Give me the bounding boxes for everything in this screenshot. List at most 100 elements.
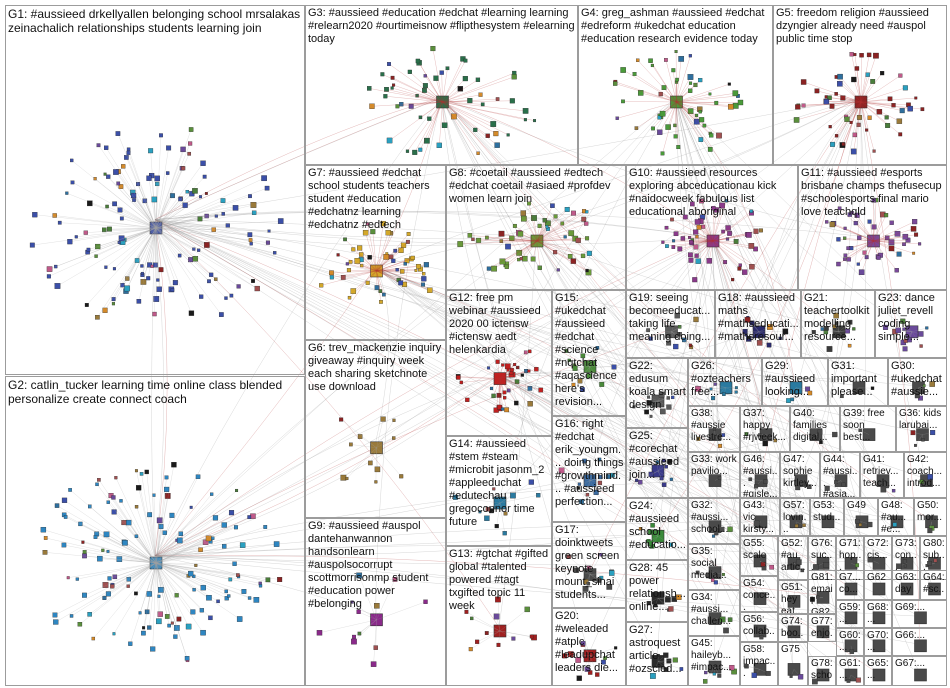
vertex-node [481,103,484,106]
vertex-node [918,242,921,245]
vertex-node [714,101,718,105]
vertex-node [82,593,87,598]
vertex-node [716,133,721,138]
vertex-node [694,245,699,250]
group-box-g50: G50: mor... [914,498,947,536]
vertex-node [694,83,698,87]
vertex-node [688,89,692,93]
group-label: G76: suc... [811,538,834,573]
vertex-node [671,68,675,72]
vertex-node [159,134,163,138]
vertex-node [707,258,712,263]
vertex-node [471,238,474,241]
vertex-node [75,235,78,238]
vertex-node [111,495,115,499]
vertex-node [391,87,394,90]
vertex-node [188,152,191,155]
vertex-node [329,271,333,275]
vertex-node [895,268,899,272]
vertex-node [734,239,738,243]
group-label: G21: teachertoolkit modelling resource..… [804,292,873,344]
vertex-node [122,540,127,545]
group-label: G72: cis... [867,538,890,562]
group-label: G27: astroquest article #ozscied... [629,624,686,676]
vertex-node [165,476,168,479]
vertex-node [678,247,682,251]
vertex-node [486,134,490,138]
vertex-node [140,264,143,267]
vertex-node [674,135,678,139]
vertex-node [650,415,653,418]
group-label: G35: social media... [691,546,738,581]
vertex-node [857,123,861,127]
vertex-node [517,258,520,261]
vertex-node [382,293,385,296]
group-box-g15: G15: #ukedchat #aussieed #edchat #scienc… [552,290,626,416]
group-label: G19: seeing becomeeducat... taking life … [629,292,713,344]
vertex-node [492,394,496,398]
vertex-node [867,522,872,527]
vertex-node [266,241,270,245]
vertex-node [185,656,189,660]
vertex-node [32,212,37,217]
vertex-node [374,646,378,650]
group-box-g78: G78: scho... [808,656,836,686]
group-box-g5: G5: freedom religion #aussieed dzyngier … [773,5,947,165]
vertex-node [177,538,182,543]
vertex-node [699,117,704,122]
vertex-node [229,510,234,515]
vertex-node [124,155,128,159]
vertex-node [465,398,469,402]
vertex-node [651,127,654,130]
vertex-node [367,86,371,90]
vertex-node [273,251,276,254]
group-label: G20: #weleaded #atplc #leadupchat leader… [555,610,624,675]
vertex-node [847,246,850,249]
vertex-node [264,525,267,528]
vertex-node [501,408,504,411]
vertex-node [199,295,203,299]
group-label: G78: scho... [811,658,834,686]
vertex-node [155,176,160,181]
group-box-g74: G74: boo... [778,614,808,642]
vertex-node [71,181,74,184]
vertex-node [391,259,395,263]
vertex-node [731,278,734,281]
vertex-node [381,72,385,76]
vertex-node [188,571,193,576]
vertex-node [67,576,70,579]
vertex-node [554,215,558,219]
group-box-g60: G60:... [836,628,864,656]
vertex-node [360,264,363,267]
vertex-node [585,210,588,213]
vertex-node [468,233,472,237]
vertex-node [128,642,132,646]
vertex-node [407,232,411,236]
vertex-node [665,244,668,247]
vertex-node [584,222,588,226]
group-box-g67: G67:... [892,656,947,686]
group-label: G65:... [867,658,890,682]
vertex-node [408,70,412,74]
vertex-node [866,73,870,77]
vertex-node [505,244,510,249]
group-box-g39: G39: free soon best... [840,406,896,452]
group-label: G7... co... [839,572,862,596]
vertex-node [399,474,403,478]
vertex-node [147,176,152,181]
vertex-node [521,216,526,221]
vertex-node [142,626,145,629]
group-label: G46: #aussi... #gisle... [743,454,778,498]
vertex-node [351,247,355,251]
group-label: G56: collab... [743,614,776,642]
vertex-node [564,235,567,238]
group-box-g13: G13: #gtchat #gifted global #talented po… [446,546,552,686]
vertex-node [150,647,155,652]
group-box-g20: G20: #weleaded #atplc #leadupchat leader… [552,608,626,686]
vertex-node [205,192,208,195]
vertex-node [524,118,527,121]
vertex-node [92,637,95,640]
group-box-g36: G36: kids larubai... [896,406,947,452]
vertex-node [117,182,120,185]
